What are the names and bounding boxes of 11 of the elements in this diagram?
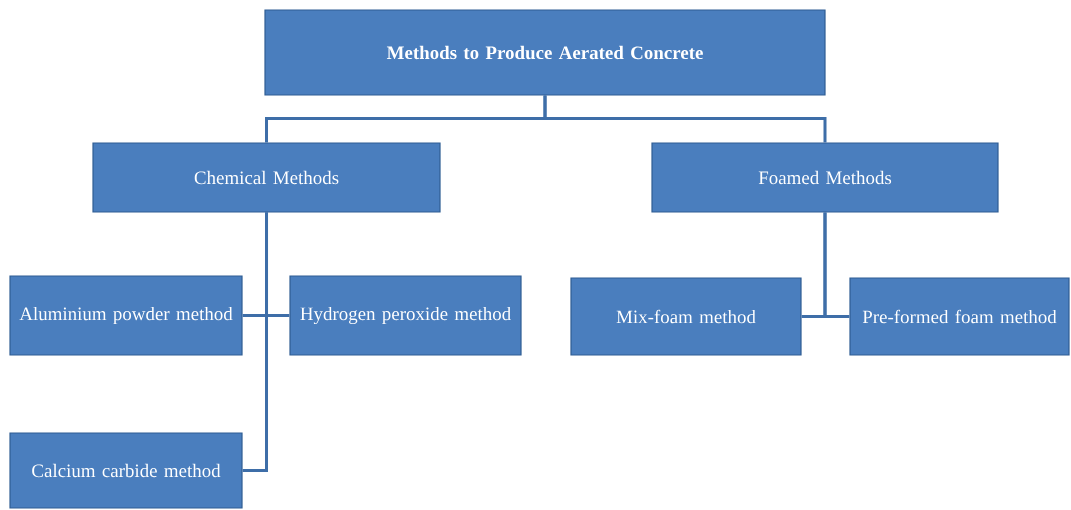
method-box: Calcium carbide method — [9, 432, 243, 509]
method-box: Foamed Methods — [651, 142, 999, 213]
connector-line — [543, 95, 827, 143]
method-box: Mix-foam method — [570, 277, 802, 356]
method-box: Hydrogen peroxide method — [289, 275, 522, 356]
connector-line — [242, 212, 268, 472]
method-box: Pre-formed foam method — [849, 277, 1070, 356]
method-box: Chemical Methods — [92, 142, 441, 213]
connector-line — [823, 212, 850, 318]
method-box: Aluminium powder method — [9, 275, 243, 356]
title-box: Methods to Produce Aerated Concrete — [264, 9, 826, 96]
